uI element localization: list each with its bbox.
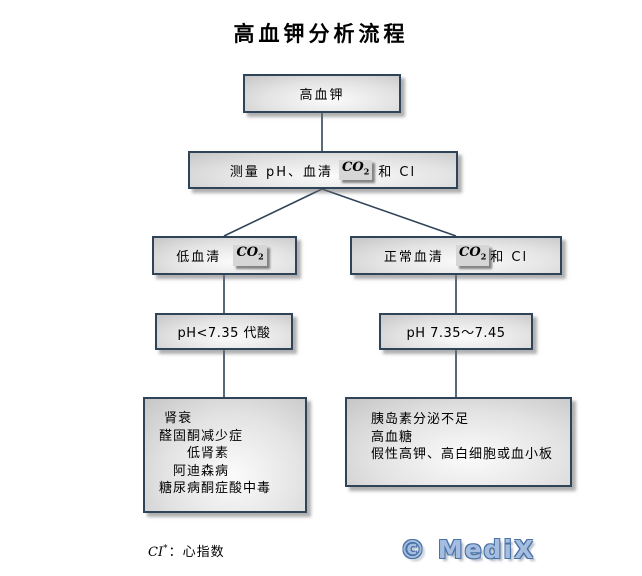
- list-line: 胰岛素分泌不足: [371, 412, 470, 427]
- page-title: 高血钾分析流程: [233, 22, 409, 46]
- medix-logo: © MediX: [400, 535, 536, 564]
- connector-measure-right: [321, 188, 457, 237]
- node-left-causes-list: 肾衰 醛固酮减少症 低肾素 阿迪森病 糖尿病酮症酸中毒: [143, 397, 307, 513]
- list-line: 醛固酮减少症: [159, 428, 244, 444]
- node-hyperkalemia: 高血钾: [243, 74, 401, 113]
- list-line: 阿迪森病: [159, 463, 230, 479]
- node-label: 和 Cl: [378, 164, 417, 180]
- node-label: pH 7.35～7.45: [406, 326, 506, 341]
- node-ph-acidosis: pH<7.35 代酸: [155, 313, 293, 350]
- node-label: 测量 pH、血清: [229, 164, 334, 180]
- node-ph-normal: pH 7.35～7.45: [379, 313, 533, 350]
- list-line: 肾衰: [159, 411, 193, 426]
- node-measure-ph-serum: 测量 pH、血清 CO2 和 Cl: [188, 151, 458, 189]
- node-label: 低血清: [176, 250, 228, 265]
- list-line: 低肾素: [159, 446, 230, 461]
- co2-equation: CO2: [339, 159, 373, 181]
- footnote-term: CI: [148, 545, 164, 560]
- list-line: 假性高钾、高白细胞或血小板: [371, 447, 554, 462]
- node-label: 正常血清: [383, 250, 451, 265]
- node-label: 和 Cl: [490, 250, 529, 265]
- connector-measure-left: [223, 188, 323, 237]
- footnote-text: ：心指数: [168, 545, 225, 560]
- co2-equation: CO2: [456, 245, 490, 266]
- footnote-ci: CI*：心指数: [148, 541, 225, 560]
- node-label: 高血钾: [299, 88, 345, 103]
- list-line: 糖尿病酮症酸中毒: [159, 481, 272, 496]
- list-line: 高血糖: [371, 429, 414, 445]
- node-label: pH<7.35 代酸: [177, 326, 271, 341]
- co2-equation: CO2: [233, 245, 267, 266]
- node-right-causes-list: 胰岛素分泌不足 高血糖 假性高钾、高白细胞或血小板: [345, 397, 572, 487]
- node-low-serum-co2: 低血清 CO2: [152, 236, 297, 275]
- footnote-asterisk: *: [163, 543, 169, 554]
